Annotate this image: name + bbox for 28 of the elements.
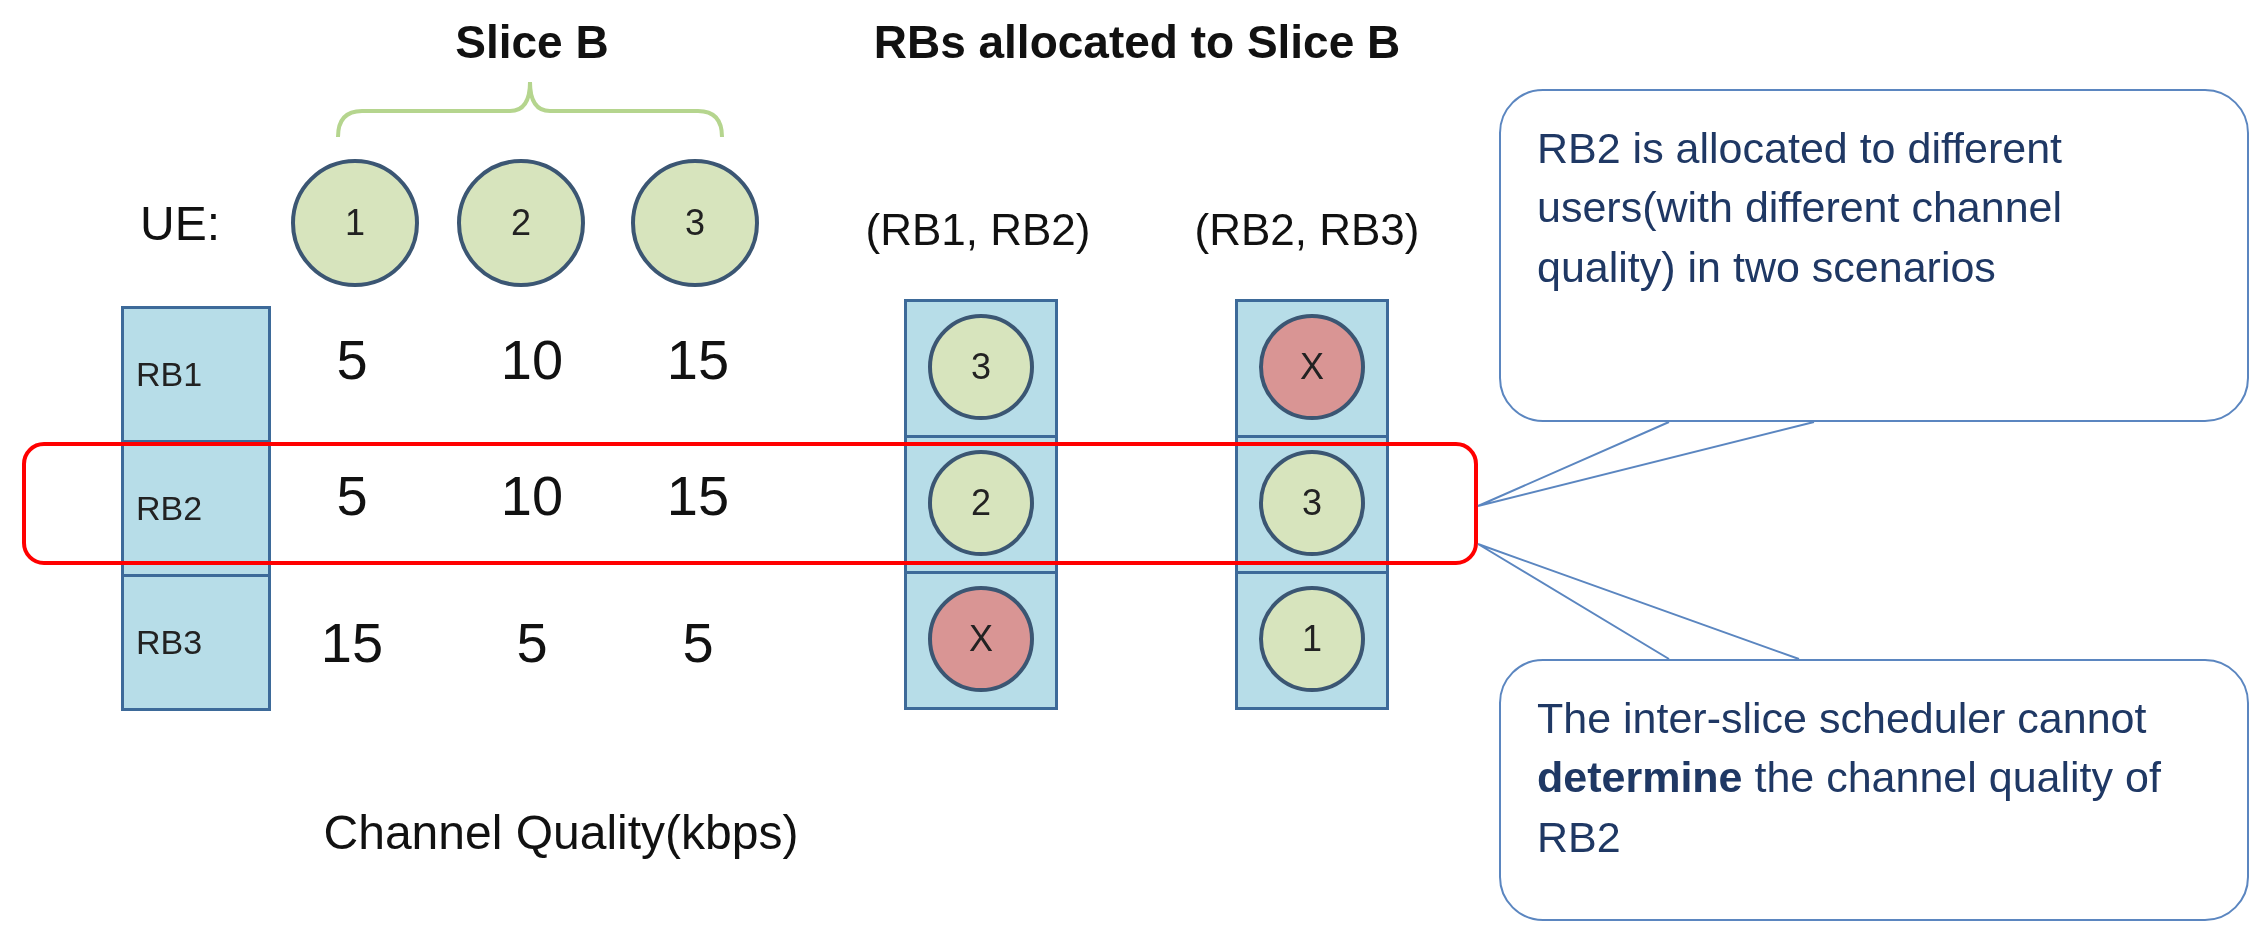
callout-bubble: RB2 is allocated to different users(with different channel quality) in two scenarios — [1499, 89, 2249, 422]
quality-value: 10 — [499, 463, 565, 529]
column-header: (RB2, RB3) — [1193, 204, 1421, 256]
callout-tail — [1477, 543, 1800, 660]
row-label: UE: — [140, 196, 221, 252]
allocation-cell — [904, 299, 1058, 438]
quality-value: 5 — [515, 610, 549, 676]
callout-bubble: The inter-slice scheduler cannot determine the channel quality of RB2 — [1499, 659, 2249, 921]
quality-value: 10 — [499, 327, 565, 393]
heading: Slice B — [454, 14, 610, 70]
allocation-cell — [1235, 299, 1389, 438]
heading: RBs allocated to Slice B — [872, 14, 1402, 70]
quality-value: 5 — [335, 463, 369, 529]
quality-value: 15 — [665, 327, 731, 393]
allocation-cell — [904, 571, 1058, 710]
quality-value: 5 — [681, 610, 715, 676]
resource-block-cell: RB1 — [121, 306, 271, 443]
axis-caption: Channel Quality(kbps) — [322, 805, 800, 861]
highlight-frame — [22, 442, 1478, 565]
quality-value: 15 — [319, 610, 385, 676]
column-header: (RB1, RB2) — [864, 204, 1092, 256]
resource-block-cell: RB3 — [121, 574, 271, 711]
allocation-cell — [1235, 571, 1389, 710]
quality-value: 15 — [665, 463, 731, 529]
quality-value: 5 — [335, 327, 369, 393]
allocation-cell — [904, 435, 1058, 574]
callout-tail — [1477, 421, 1815, 507]
allocation-cell — [1235, 435, 1389, 574]
